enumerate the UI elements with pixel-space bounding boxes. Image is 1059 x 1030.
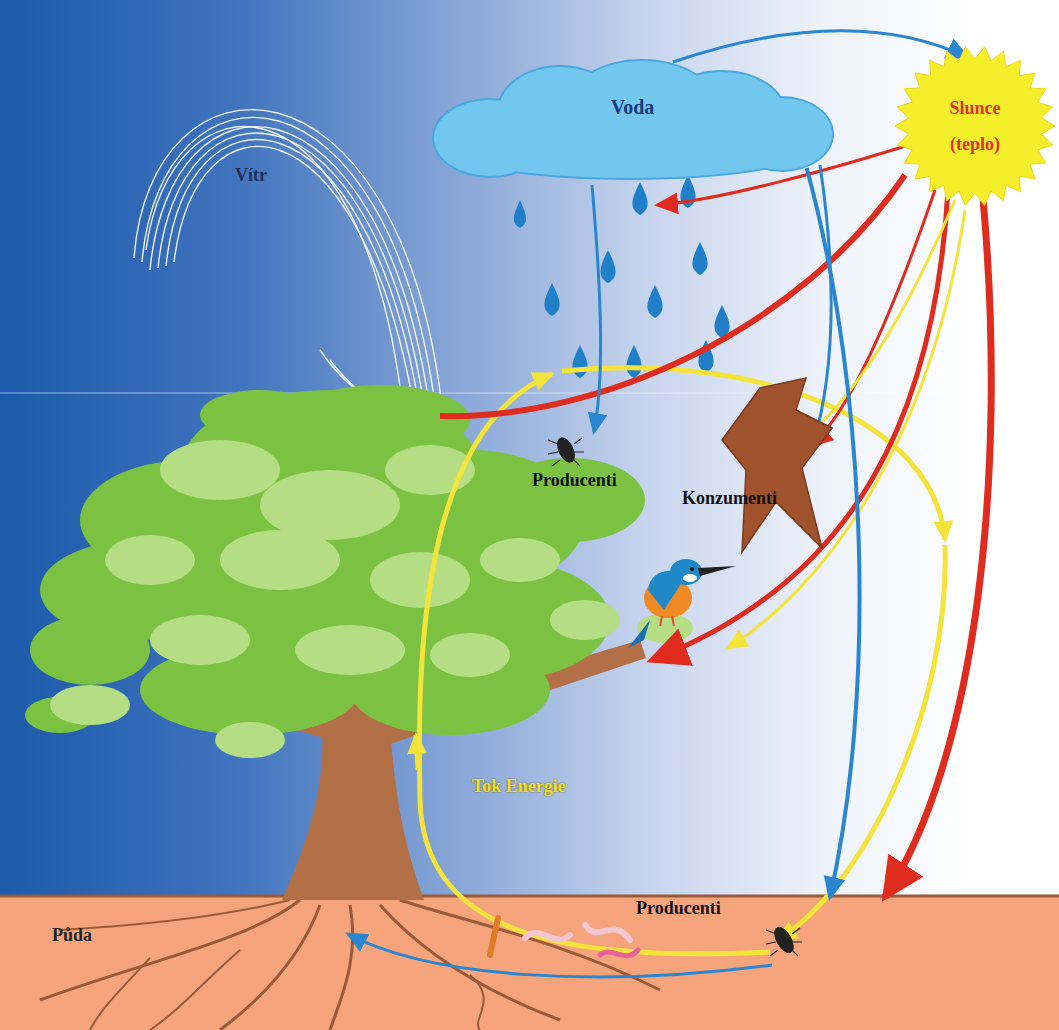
flow-arrow [885, 201, 991, 897]
raindrops [514, 175, 730, 378]
producer-label: Producenti [532, 470, 617, 490]
cloud-outline [430, 58, 835, 180]
energy-flow-label: Tok Energie [472, 776, 566, 796]
energy-flow-loop [416, 368, 945, 954]
producer-label: Producenti [636, 898, 721, 918]
beetle-figure [548, 435, 584, 466]
node-label: Voda [611, 96, 655, 119]
soil-ground [0, 895, 1059, 1030]
water-arrows [348, 165, 831, 977]
tree-canopy [25, 385, 693, 758]
soil-band: Půda [0, 895, 1059, 1030]
consumer-label-holder: Konzumenti [682, 488, 777, 509]
node-label: Půda [52, 925, 92, 946]
node-text-group: Slunce (teplo) [938, 90, 1012, 162]
producer-label-holder: Producenti [532, 470, 617, 491]
sun-outline [893, 45, 1057, 207]
horizon-line [0, 393, 1059, 394]
sun-shape: Slunce (teplo) [893, 45, 1057, 207]
producer-label-holder: Producenti [636, 898, 721, 919]
node-label: Slunce (teplo) [938, 90, 1012, 162]
kingfisher-figure [628, 559, 736, 648]
wind-label-holder: Vítr [235, 165, 267, 186]
node-text-group: Půda [52, 925, 92, 946]
node-text-group: Voda [611, 96, 655, 119]
eagle-figure [722, 378, 832, 552]
energy-flow-label-holder: Tok Energie [472, 776, 566, 797]
wind-label: Vítr [235, 165, 267, 185]
beetle-figure [766, 924, 802, 956]
flow-arrow [807, 168, 860, 897]
tree-roots [40, 900, 660, 1030]
flow-arrow [673, 31, 967, 62]
consumer-label: Konzumenti [682, 488, 777, 508]
soil-worms [490, 918, 638, 956]
water-cloud: Voda [430, 58, 835, 180]
wind-swirl [134, 110, 446, 420]
sun-heat-arrows [440, 140, 948, 660]
